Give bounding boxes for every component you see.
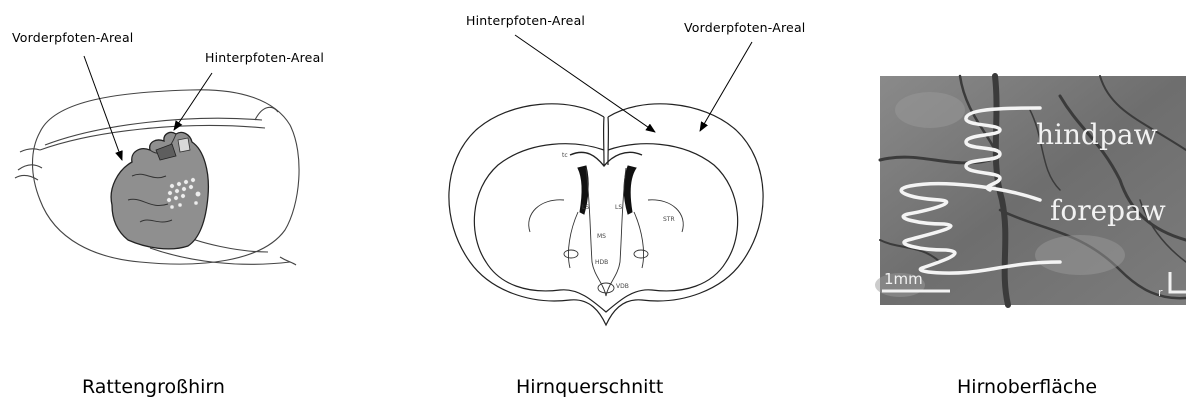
region-label-ls-left: LS: [582, 204, 589, 211]
region-label-ls-right: LS: [615, 204, 622, 211]
coronal-section-drawing: [449, 104, 763, 325]
caption-hirnoberflaeche: Hirnoberfläche: [957, 376, 1097, 398]
region-label-hdb: HDB: [595, 259, 608, 266]
orientation-label: r: [1158, 286, 1163, 299]
paw-area-map: [111, 132, 208, 248]
arrow-vorderpfoten-2: [700, 42, 752, 131]
caption-hirnquerschnitt: Hirnquerschnitt: [516, 376, 663, 398]
cortex-photo: hindpaw forepaw 1mm r: [875, 76, 1186, 305]
region-label-vdb: VDB: [616, 283, 629, 290]
hindpaw-label: hindpaw: [1036, 118, 1158, 151]
caption-rattengrosshirn: Rattengroßhirn: [82, 376, 225, 398]
region-label-ms: MS: [597, 233, 606, 240]
scale-bar-label: 1mm: [884, 270, 923, 288]
arrow-vorderpfoten-1: [84, 56, 122, 160]
arrow-hinterpfoten-2: [515, 35, 655, 132]
region-label-str: STR: [663, 216, 675, 223]
forepaw-label: forepaw: [1050, 194, 1166, 227]
region-label-tc: tc: [562, 152, 568, 159]
septal-structures: [529, 168, 684, 296]
arrow-hinterpfoten-1: [174, 73, 212, 130]
